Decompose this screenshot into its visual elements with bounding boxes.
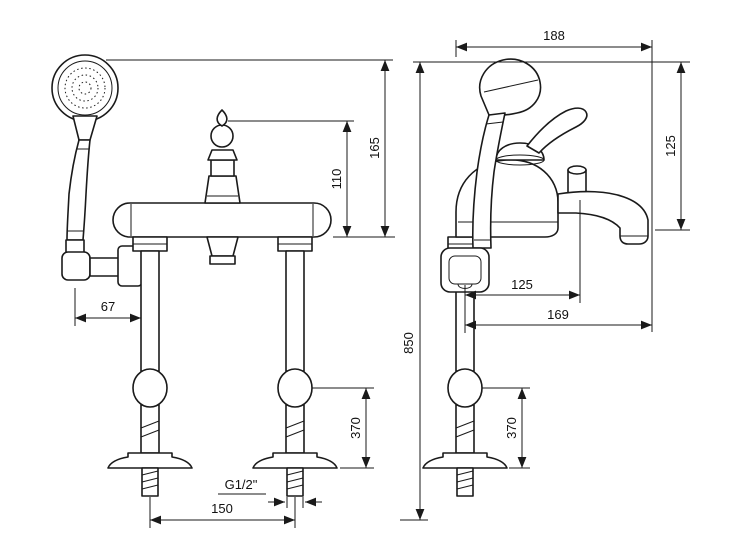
thread-label: G1/2" (225, 477, 258, 492)
handshower-side (440, 58, 542, 293)
dim-label-169: 169 (547, 307, 569, 322)
right-leg (252, 236, 338, 497)
dim-label-165: 165 (367, 137, 382, 159)
left-leg (107, 236, 193, 497)
dim-label-110: 110 (329, 169, 344, 190)
side-view (422, 58, 649, 497)
crossbar (112, 202, 332, 238)
dim-label-370-side: 370 (504, 417, 519, 439)
front-view (51, 54, 338, 497)
dim-label-125-v: 125 (663, 135, 678, 157)
dim-label-67: 67 (101, 299, 115, 314)
lever-handle (526, 107, 588, 154)
dimensions: 67 110 165 370 150 G1/2" 188 125 125 169… (74, 28, 690, 528)
dim-label-370-front: 370 (348, 417, 363, 439)
mixer-front (204, 109, 241, 265)
dim-label-125-h: 125 (511, 277, 533, 292)
dim-label-150: 150 (211, 501, 233, 516)
handshower-front (51, 54, 143, 287)
dim-label-188: 188 (543, 28, 565, 43)
dim-label-850: 850 (401, 332, 416, 354)
